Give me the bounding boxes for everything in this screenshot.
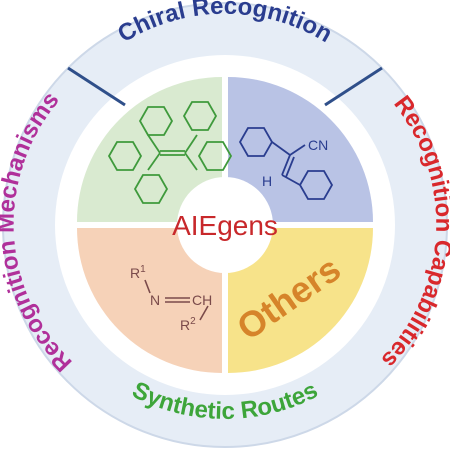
cn-label: CN <box>308 137 328 153</box>
divider-left <box>67 66 126 107</box>
quadrant-stilbene <box>228 77 373 222</box>
tpe-structure <box>107 101 233 204</box>
quadrants <box>77 77 373 373</box>
quadrant-others <box>228 228 373 373</box>
h-label: H <box>262 173 272 189</box>
ch-label: CH <box>192 292 212 308</box>
center-circle <box>177 177 273 273</box>
stilbene-structure <box>238 127 334 200</box>
quadrant-imine <box>77 228 222 373</box>
n-label: N <box>150 292 160 308</box>
r2-label: R2 <box>180 316 196 333</box>
imine-structure <box>144 279 209 321</box>
center-title: AIEgens <box>172 210 278 241</box>
r1-label: R1 <box>130 264 146 281</box>
divider-right <box>324 66 383 107</box>
